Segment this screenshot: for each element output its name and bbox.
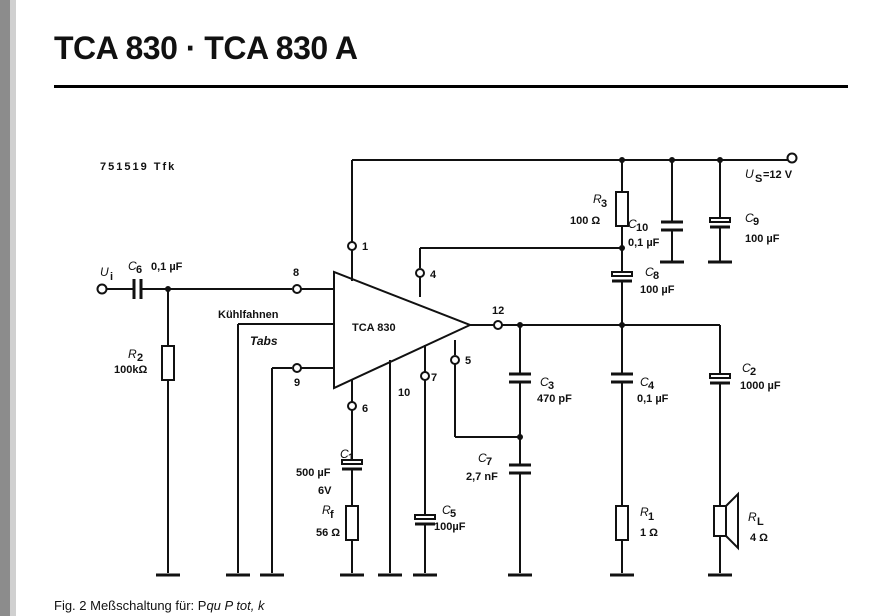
svg-text:C: C — [640, 375, 649, 389]
svg-text:7: 7 — [431, 372, 437, 384]
svg-text:4: 4 — [648, 380, 655, 392]
kuehlfahnen-label: Kühlfahnen — [218, 309, 279, 321]
speaker-body — [713, 505, 727, 537]
r2-resistor — [161, 345, 175, 381]
svg-text:5: 5 — [450, 508, 456, 520]
svg-text:C: C — [442, 503, 451, 517]
c1-capacitor — [341, 459, 363, 465]
svg-text:100µF: 100µF — [434, 521, 466, 533]
svg-text:f: f — [330, 509, 334, 521]
svg-text:6: 6 — [362, 403, 368, 415]
c8-capacitor — [611, 271, 633, 277]
svg-text:4: 4 — [430, 269, 437, 281]
svg-text:C: C — [745, 211, 754, 225]
pin-8 — [292, 284, 302, 294]
supply-value: =12 V — [763, 169, 793, 181]
svg-text:1: 1 — [348, 452, 354, 464]
page-edge-light — [10, 0, 16, 616]
pin-4 — [415, 268, 425, 278]
pin-6 — [347, 401, 357, 411]
amplifier-triangle — [333, 270, 473, 390]
svg-text:i: i — [110, 271, 113, 283]
svg-text:7: 7 — [486, 456, 492, 468]
pin-9 — [292, 363, 302, 373]
svg-text:470 pF: 470 pF — [537, 393, 572, 405]
svg-text:C: C — [128, 259, 137, 273]
svg-text:500 µF: 500 µF — [296, 467, 331, 479]
svg-text:9: 9 — [753, 216, 759, 228]
svg-text:5: 5 — [465, 355, 471, 367]
input-symbol: U — [100, 265, 109, 279]
svg-text:12: 12 — [492, 305, 504, 317]
svg-text:C: C — [478, 451, 487, 465]
svg-text:56 Ω: 56 Ω — [316, 527, 340, 539]
svg-text:100kΩ: 100kΩ — [114, 364, 147, 376]
r3-resistor — [615, 191, 629, 227]
svg-text:C: C — [742, 361, 751, 375]
svg-text:R: R — [748, 510, 757, 524]
pin-5 — [450, 355, 460, 365]
pin-10-label: 10 — [398, 387, 410, 399]
tabs-label: Tabs — [250, 334, 278, 348]
svg-text:3: 3 — [601, 198, 607, 210]
c2-capacitor — [709, 373, 731, 379]
svg-text:1: 1 — [648, 511, 654, 523]
svg-text:4 Ω: 4 Ω — [750, 532, 768, 544]
rf-resistor — [345, 505, 359, 541]
svg-text:C: C — [628, 217, 637, 231]
svg-text:8: 8 — [653, 270, 659, 282]
svg-text:100 Ω: 100 Ω — [570, 215, 600, 227]
svg-text:10: 10 — [636, 222, 648, 234]
ic-label: TCA 830 — [352, 322, 396, 334]
figure-caption: Fig. 2 Meßschaltung für: Pqu P tot, k — [54, 598, 265, 613]
svg-text:6V: 6V — [318, 485, 332, 497]
speaker-cone — [725, 491, 739, 551]
c9-capacitor — [709, 217, 731, 223]
svg-text:R: R — [640, 505, 649, 519]
diagram-code: 751519 Tfk — [100, 161, 176, 173]
c5-capacitor — [414, 514, 436, 520]
svg-text:S: S — [755, 173, 762, 185]
svg-text:0,1 µF: 0,1 µF — [637, 393, 669, 405]
pin-7 — [420, 371, 430, 381]
svg-text:100 µF: 100 µF — [640, 284, 675, 296]
svg-text:1 Ω: 1 Ω — [640, 527, 658, 539]
svg-text:2: 2 — [750, 366, 756, 378]
svg-text:R: R — [593, 192, 602, 206]
svg-text:0,1 µF: 0,1 µF — [151, 261, 183, 273]
svg-text:1: 1 — [362, 241, 368, 253]
svg-text:2,7 nF: 2,7 nF — [466, 471, 498, 483]
r1-resistor — [615, 505, 629, 541]
svg-text:3: 3 — [548, 380, 554, 392]
svg-text:0,1 µF: 0,1 µF — [628, 237, 660, 249]
svg-text:6: 6 — [136, 264, 142, 276]
svg-text:9: 9 — [294, 377, 300, 389]
svg-text:R: R — [322, 503, 331, 517]
svg-text:2: 2 — [137, 352, 143, 364]
svg-text:C: C — [540, 375, 549, 389]
svg-text:100 µF: 100 µF — [745, 233, 780, 245]
title-rule — [54, 85, 848, 88]
svg-text:L: L — [757, 516, 764, 528]
input-terminal — [96, 283, 108, 295]
pin-12 — [493, 320, 503, 330]
supply-terminal — [786, 152, 798, 164]
page-edge-shadow — [0, 0, 10, 616]
svg-text:C: C — [645, 265, 654, 279]
page-title: TCA 830 · TCA 830 A — [54, 30, 358, 66]
pin-1 — [347, 241, 357, 251]
svg-text:C: C — [340, 447, 349, 461]
svg-text:1000 µF: 1000 µF — [740, 380, 781, 392]
svg-text:R: R — [128, 347, 137, 361]
supply-symbol: U — [745, 167, 754, 181]
svg-text:8: 8 — [293, 267, 299, 279]
